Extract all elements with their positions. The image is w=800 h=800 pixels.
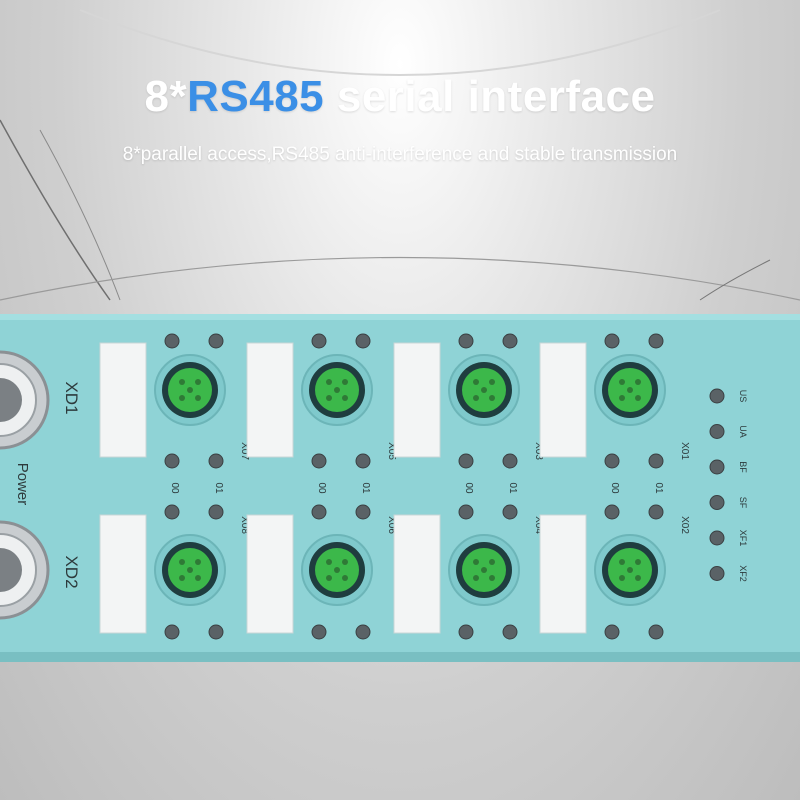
indicator-led	[502, 624, 518, 640]
port-label: X01	[679, 442, 690, 460]
indicator-led	[208, 504, 224, 520]
label-strip	[246, 342, 294, 458]
label-strip	[99, 514, 147, 634]
indicator-led	[164, 624, 180, 640]
port-label: X06	[386, 516, 397, 534]
indicator-led	[311, 333, 327, 349]
m12-connector-top	[594, 354, 666, 426]
indicator-led	[355, 453, 371, 469]
indicator-led	[208, 333, 224, 349]
port-label: X08	[239, 516, 250, 534]
indicator-led	[502, 504, 518, 520]
indicator-led	[648, 333, 664, 349]
m12-connector-bottom	[448, 534, 520, 606]
m12-connector-top	[154, 354, 226, 426]
m12-connector-bottom	[594, 534, 666, 606]
m12-connector-top	[448, 354, 520, 426]
label-strip	[539, 342, 587, 458]
left-metal-connector	[0, 350, 50, 450]
status-led	[709, 388, 725, 404]
page-title: 8*RS485 serial interface	[0, 72, 800, 122]
indicator-led	[355, 333, 371, 349]
label-strip	[99, 342, 147, 458]
module-top-edge	[0, 314, 800, 320]
indicator-led	[164, 504, 180, 520]
status-led-label: SF	[738, 497, 748, 509]
label-strip	[539, 514, 587, 634]
indicator-led	[164, 453, 180, 469]
indicator-led	[355, 504, 371, 520]
indicator-led	[502, 333, 518, 349]
channel-label: 01	[653, 482, 664, 494]
page-subtitle: 8*parallel access,RS485 anti-interferenc…	[122, 144, 678, 165]
indicator-led	[502, 453, 518, 469]
status-led	[709, 530, 725, 546]
indicator-led	[458, 624, 474, 640]
title-highlight: RS485	[187, 72, 325, 121]
label-strip	[393, 342, 441, 458]
indicator-led	[648, 504, 664, 520]
indicator-led	[164, 333, 180, 349]
status-led-label: XF1	[738, 530, 748, 547]
channel-label: 00	[463, 482, 474, 494]
indicator-led	[311, 504, 327, 520]
indicator-led	[604, 333, 620, 349]
indicator-led	[355, 624, 371, 640]
port-label: X05	[386, 442, 397, 460]
indicator-led	[604, 453, 620, 469]
port-label: X02	[679, 516, 690, 534]
channel-label: 01	[507, 482, 518, 494]
port-label: X04	[533, 516, 544, 534]
channel-label: 00	[609, 482, 620, 494]
indicator-led	[311, 453, 327, 469]
status-led	[709, 424, 725, 439]
status-led	[709, 566, 725, 581]
m12-connector-top	[301, 354, 373, 426]
label-strip	[393, 514, 441, 634]
channel-label: 01	[213, 482, 224, 494]
indicator-led	[311, 624, 327, 640]
indicator-led	[208, 453, 224, 469]
title-suffix: serial interface	[324, 72, 656, 121]
port-label: X07	[239, 442, 250, 460]
indicator-led	[458, 333, 474, 349]
channel-label: 00	[316, 482, 327, 494]
indicator-led	[458, 453, 474, 469]
label-strip	[246, 514, 294, 634]
port-label-xd2: XD2	[62, 555, 81, 588]
indicator-led	[604, 624, 620, 640]
m12-connector-bottom	[301, 534, 373, 606]
status-led-label: XF2	[738, 565, 748, 582]
left-metal-connector	[0, 520, 50, 620]
channel-label: 00	[169, 482, 180, 494]
indicator-led	[604, 504, 620, 520]
status-led-label: BF	[738, 461, 748, 473]
channel-label: 01	[360, 482, 371, 494]
indicator-led	[648, 624, 664, 640]
status-led	[709, 459, 725, 475]
port-label: X03	[533, 442, 544, 460]
module-bottom-edge	[0, 652, 800, 662]
indicator-led	[208, 624, 224, 640]
status-led-label: UA	[738, 425, 748, 438]
status-led-label: US	[738, 390, 748, 403]
port-label-xd1: XD1	[62, 381, 81, 414]
status-led	[709, 495, 725, 510]
title-prefix: 8*	[144, 72, 188, 121]
indicator-led	[458, 504, 474, 520]
m12-connector-bottom	[154, 534, 226, 606]
power-label: Power	[14, 463, 31, 506]
indicator-led	[648, 453, 664, 469]
